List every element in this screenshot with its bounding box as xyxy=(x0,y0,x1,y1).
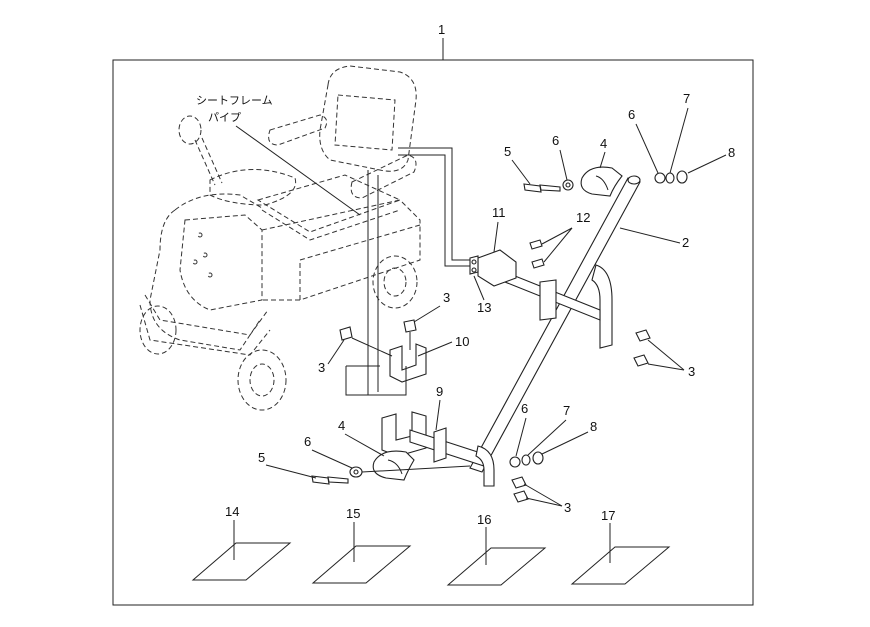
callout-6-bottom-left: 6 xyxy=(304,434,311,449)
part-2-rod xyxy=(469,175,641,473)
part-15-sheet xyxy=(311,522,412,584)
part-10-bracket xyxy=(339,319,427,383)
leader-5-bottom xyxy=(265,464,317,479)
callout-12: 12 xyxy=(576,210,590,225)
leader-3-top xyxy=(413,305,441,323)
part-16-sheet xyxy=(446,527,547,586)
leader-6-bottom-left xyxy=(311,449,353,469)
callout-6-bottom-right: 6 xyxy=(521,401,528,416)
leader-3-left xyxy=(327,339,345,365)
leader-seat-frame xyxy=(235,125,361,216)
leader-2 xyxy=(619,227,681,244)
leader-3-bottom-b xyxy=(525,497,563,507)
diagram-border xyxy=(112,59,754,606)
scooter-outline xyxy=(139,65,421,411)
leader-9 xyxy=(435,399,441,431)
cable-line xyxy=(398,147,470,261)
callout-1: 1 xyxy=(438,22,445,37)
right-bolts-3 xyxy=(633,329,651,367)
leader-3-left-b xyxy=(351,337,393,357)
callout-3-right: 3 xyxy=(688,364,695,379)
leader-8-top xyxy=(687,154,727,174)
callout-13: 13 xyxy=(477,300,491,315)
callout-11: 11 xyxy=(492,205,506,220)
leader-3-bottom-a xyxy=(523,483,563,507)
leader-6-top-left xyxy=(559,149,568,181)
callout-4-bottom: 4 xyxy=(338,418,345,433)
callout-3-left: 3 xyxy=(318,360,325,375)
leader-11 xyxy=(493,221,499,253)
leader-12a xyxy=(541,227,573,245)
leader-12b xyxy=(543,227,573,263)
callout-5-top: 5 xyxy=(504,144,511,159)
callout-17: 17 xyxy=(601,508,615,523)
callout-7-top: 7 xyxy=(683,91,690,106)
part-17-sheet xyxy=(570,523,671,585)
leader-7-top xyxy=(669,107,689,174)
leader-4-top xyxy=(599,151,606,169)
bottom-hardware xyxy=(311,450,544,503)
leader-13 xyxy=(473,275,485,301)
leader-6-top-right xyxy=(635,123,659,174)
leader-10 xyxy=(417,341,453,357)
callout-3-bottom: 3 xyxy=(564,500,571,515)
callout-8-bottom: 8 xyxy=(590,419,597,434)
callout-2: 2 xyxy=(682,235,689,250)
callout-16: 16 xyxy=(477,512,491,527)
callout-15: 15 xyxy=(346,506,360,521)
leader-8-bottom xyxy=(541,431,589,455)
cable-line-2 xyxy=(398,154,470,267)
leader-6-bottom-right xyxy=(515,417,527,457)
seat-pipe-clamp-outline xyxy=(345,366,407,396)
leader-3-right-a xyxy=(647,339,685,371)
leader-7-bottom xyxy=(527,419,567,456)
callout-3-top: 3 xyxy=(443,290,450,305)
upper-crossbar xyxy=(469,249,601,321)
part-14-sheet xyxy=(191,520,292,581)
part-12-screws xyxy=(529,239,545,269)
seat-frame-label-line1: シートフレーム xyxy=(196,94,273,107)
leader-3-right-b xyxy=(647,363,685,371)
callout-5-bottom: 5 xyxy=(258,450,265,465)
callout-9: 9 xyxy=(436,384,443,399)
callout-6-top-left: 6 xyxy=(552,133,559,148)
callout-10: 10 xyxy=(455,334,469,349)
top-hardware xyxy=(523,166,688,197)
callout-6-top-right: 6 xyxy=(628,107,635,122)
callout-14: 14 xyxy=(225,504,239,519)
rod-lower-bracket xyxy=(475,445,495,487)
callout-7-bottom: 7 xyxy=(563,403,570,418)
leader-5-top xyxy=(511,159,531,185)
leader-4-bottom xyxy=(344,433,385,457)
seat-frame-label-line2: パイプ xyxy=(208,111,241,124)
callout-4-top: 4 xyxy=(600,136,607,151)
callout-8-top: 8 xyxy=(728,145,735,160)
